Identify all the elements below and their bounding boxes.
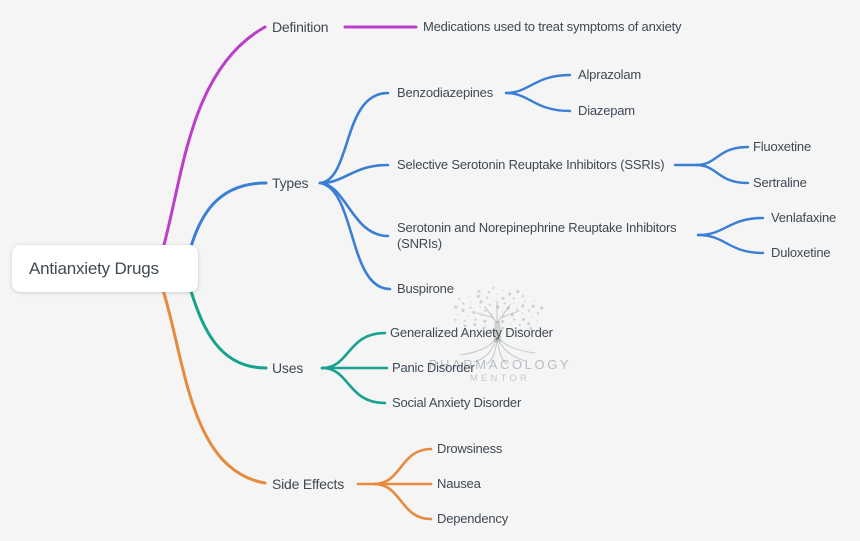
connector-buspirone <box>318 181 392 291</box>
connector-types <box>188 181 268 252</box>
connector-drowsiness <box>372 447 433 486</box>
connector-side-effects <box>161 288 267 485</box>
connector-snris <box>318 181 390 238</box>
node-definition-note: Medications used to treat symptoms of an… <box>423 19 682 34</box>
node-panic-disorder: Panic Disorder <box>392 360 475 375</box>
node-benzodiazepines: Benzodiazepines <box>397 85 494 100</box>
node-social-anxiety-disorder: Social Anxiety Disorder <box>392 395 522 410</box>
node-ssris: Selective Serotonin Reuptake Inhibitors … <box>397 157 665 172</box>
node-dependency: Dependency <box>437 511 508 526</box>
connector-diazepam <box>504 91 572 113</box>
node-duloxetine: Duloxetine <box>771 245 831 260</box>
connector-social-anxiety <box>320 366 387 405</box>
node-buspirone: Buspirone <box>397 281 454 296</box>
connector-gad <box>320 331 387 370</box>
connector-dependency <box>372 482 433 521</box>
node-fluoxetine: Fluoxetine <box>753 139 811 154</box>
watermark-brand-subtext: MENTOR <box>469 373 531 384</box>
connector-sertraline <box>694 163 750 185</box>
connector-duloxetine <box>696 233 765 255</box>
node-diazepam: Diazepam <box>578 103 635 118</box>
connector-benzodiazepines <box>318 91 390 185</box>
node-nausea: Nausea <box>437 476 481 491</box>
node-drowsiness: Drowsiness <box>437 441 503 456</box>
connector-venlafaxine <box>696 216 765 237</box>
watermark-brand-text: PHARMACOLOGY <box>428 357 572 372</box>
connector-definition <box>160 25 267 254</box>
node-uses: Uses <box>272 360 304 376</box>
node-venlafaxine: Venlafaxine <box>771 210 837 225</box>
node-alprazolam: Alprazolam <box>578 67 642 82</box>
node-definition: Definition <box>272 19 329 35</box>
node-generalized-anxiety-disorder: Generalized Anxiety Disorder <box>390 325 553 340</box>
node-snris: Serotonin and Norepinephrine Reuptake In… <box>397 220 677 251</box>
node-sertraline: Sertraline <box>753 175 807 190</box>
root-node-label: Antianxiety Drugs <box>29 258 159 278</box>
connector-uses <box>188 286 268 370</box>
connector-fluoxetine <box>694 145 750 167</box>
root-node: Antianxiety Drugs <box>12 245 198 292</box>
node-types: Types <box>272 175 309 191</box>
connector-ssris <box>318 163 390 185</box>
node-side-effects: Side Effects <box>272 476 345 492</box>
connector-alprazolam <box>504 73 572 95</box>
